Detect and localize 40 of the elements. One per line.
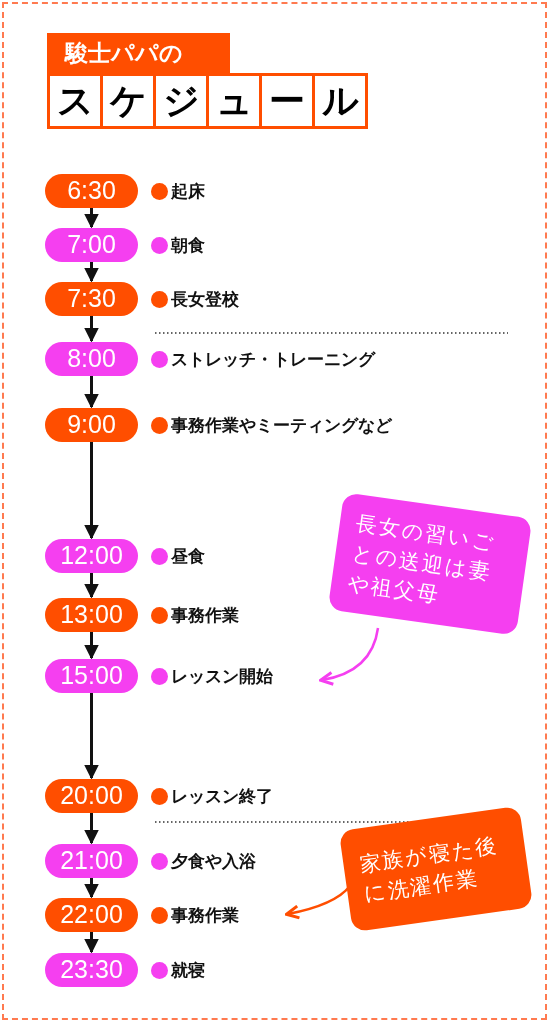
activity-text: レッスン開始	[171, 665, 273, 688]
arrow	[84, 878, 99, 899]
activity-text: 長女登校	[171, 288, 239, 311]
activity-text: 昼食	[171, 545, 205, 568]
arrow	[84, 693, 99, 780]
arrow	[319, 627, 380, 686]
callout-text: 家族が寝た後に洗濯作業	[357, 832, 501, 909]
arrow	[84, 316, 99, 343]
activity-text: 事務作業	[171, 904, 239, 927]
activity-text: 事務作業	[171, 604, 239, 627]
title-tab: 駿士パパの	[47, 33, 230, 73]
arrow	[84, 813, 99, 845]
time-pill: 20:00	[45, 779, 138, 813]
title-text: スケジュール	[47, 73, 368, 129]
arrow	[84, 442, 99, 540]
arrow	[84, 932, 99, 954]
arrow	[84, 376, 99, 409]
time-pill: 8:00	[45, 342, 138, 376]
activity-text: 事務作業やミーティングなど	[171, 414, 392, 437]
arrow	[84, 573, 99, 599]
time-pill: 15:00	[45, 659, 138, 693]
arrow	[84, 262, 99, 283]
time-pill: 23:30	[45, 953, 138, 987]
arrow	[84, 632, 99, 660]
callout-text: 長女の習いごとの送迎は妻や祖父母	[345, 510, 499, 610]
activity-text: レッスン終了	[171, 785, 273, 808]
activity-text: ストレッチ・トレーニング	[171, 348, 375, 371]
time-pill: 7:00	[45, 228, 138, 262]
activity-text: 起床	[171, 180, 205, 203]
activity-text: 夕食や入浴	[171, 850, 256, 873]
time-pill: 12:00	[45, 539, 138, 573]
activity-text: 就寝	[171, 959, 205, 982]
time-pill: 7:30	[45, 282, 138, 316]
time-pill: 13:00	[45, 598, 138, 632]
time-pill: 6:30	[45, 174, 138, 208]
time-pill: 22:00	[45, 898, 138, 932]
arrow	[84, 208, 99, 229]
time-pill: 21:00	[45, 844, 138, 878]
activity-text: 朝食	[171, 234, 205, 257]
time-pill: 9:00	[45, 408, 138, 442]
